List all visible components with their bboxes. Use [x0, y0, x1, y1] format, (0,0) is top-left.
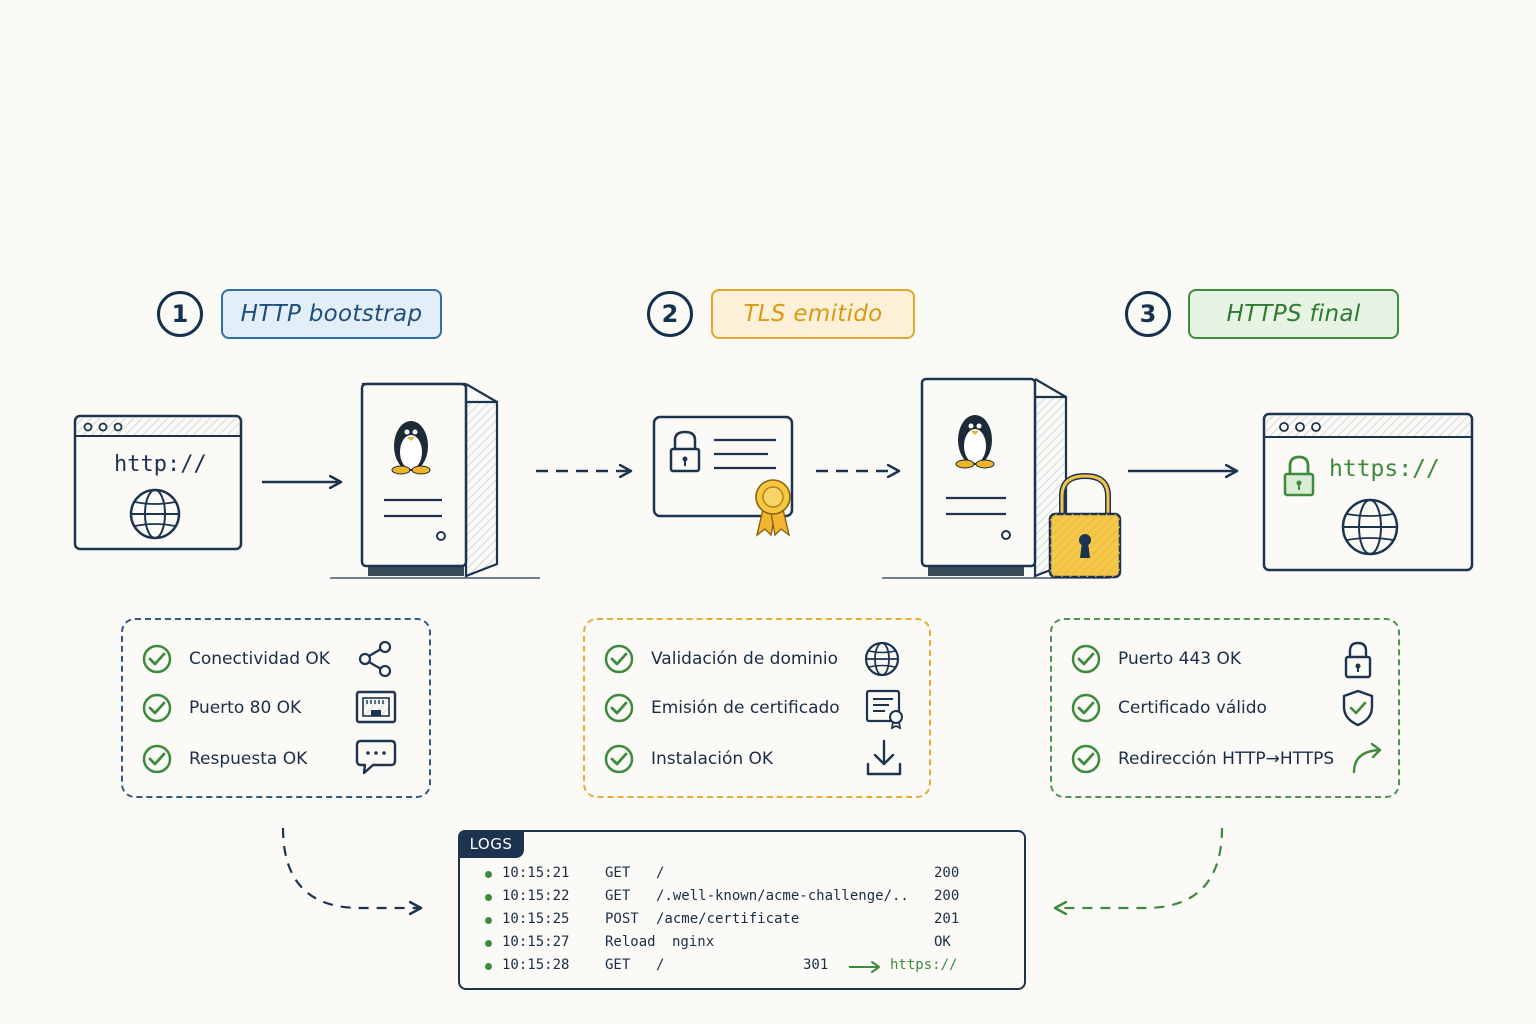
log-method: POST	[605, 911, 639, 927]
http-checks-panel: Conectividad OK Puerto 80 OK Respuesta O…	[121, 618, 431, 798]
log-method: GET	[605, 865, 631, 881]
check-item: Puerto 443 OK	[1070, 642, 1241, 676]
step-2-number: 2	[647, 291, 693, 337]
globe-icon	[864, 641, 900, 677]
log-path: /	[656, 957, 665, 973]
check-item: Emisión de certificado	[603, 691, 840, 725]
log-redirect-target: https://	[890, 957, 958, 973]
redirect-arrow-icon	[1352, 742, 1382, 774]
chat-bubble-icon	[355, 739, 397, 775]
connector-http-to-logs	[281, 827, 420, 908]
log-time: 10:15:22	[502, 888, 570, 904]
check-circle-icon	[1071, 744, 1101, 774]
log-status: 200	[934, 865, 960, 881]
log-path: /.well-known/acme-challenge/..	[656, 888, 909, 904]
log-row: 10:15:21 GET / 200	[460, 865, 1024, 887]
check-item: Validación de dominio	[603, 642, 838, 676]
check-circle-icon	[142, 693, 172, 723]
ethernet-port-icon	[355, 690, 397, 724]
check-item: Conectividad OK	[141, 642, 330, 676]
log-method: GET	[605, 957, 631, 973]
server-1	[330, 382, 540, 579]
check-text: Certificado válido	[1118, 698, 1267, 718]
http-browser-window	[73, 414, 243, 551]
logs-panel: LOGS 10:15:21 GET / 200 10:15:22 GET /.w…	[458, 830, 1026, 990]
step-3-number: 3	[1125, 291, 1171, 337]
status-dot	[485, 940, 492, 947]
status-dot	[485, 963, 492, 970]
step-1-label: HTTP bootstrap	[221, 289, 442, 339]
check-item: Instalación OK	[603, 742, 773, 776]
green-lock-icon	[1283, 455, 1315, 497]
download-icon	[866, 739, 902, 776]
status-dot	[485, 871, 492, 878]
log-path: /	[656, 865, 665, 881]
status-dot	[485, 917, 492, 924]
log-path: nginx	[672, 934, 715, 950]
log-row: 10:15:22 GET /.well-known/acme-challenge…	[460, 888, 1024, 910]
check-item: Redirección HTTP→HTTPS	[1070, 742, 1334, 776]
log-row: 10:15:25 POST /acme/certificate 201	[460, 911, 1024, 933]
check-item: Respuesta OK	[141, 742, 307, 776]
check-circle-icon	[1071, 693, 1101, 723]
step-3-label: HTTPS final	[1188, 289, 1399, 339]
share-icon	[358, 640, 392, 678]
log-method: Reload	[605, 934, 656, 950]
https-url-text: https://	[1329, 456, 1440, 482]
log-time: 10:15:28	[502, 957, 570, 973]
linux-penguin-icon	[955, 415, 995, 469]
log-path: /acme/certificate	[656, 911, 800, 927]
check-circle-icon	[604, 644, 634, 674]
check-item: Puerto 80 OK	[141, 691, 301, 725]
https-browser-window	[1262, 412, 1474, 572]
check-text: Respuesta OK	[189, 749, 308, 769]
check-text: Puerto 80 OK	[189, 698, 302, 718]
linux-penguin-icon	[391, 421, 431, 475]
log-status: OK	[934, 934, 951, 950]
padlock-icon	[1048, 472, 1122, 579]
check-text: Conectividad OK	[189, 649, 330, 669]
check-item: Certificado válido	[1070, 691, 1267, 725]
logs-tab: LOGS	[458, 830, 524, 858]
check-text: Puerto 443 OK	[1118, 649, 1242, 669]
seal-ribbon-icon	[755, 479, 791, 537]
log-status: 201	[934, 911, 960, 927]
log-time: 10:15:21	[502, 865, 570, 881]
certificate-icon	[865, 689, 903, 730]
certificate-card	[652, 415, 794, 537]
log-row: 10:15:28 GET / 301 https://	[460, 957, 1024, 979]
status-dot	[485, 894, 492, 901]
check-text: Validación de dominio	[651, 649, 839, 669]
lock-icon	[669, 430, 701, 473]
check-circle-icon	[142, 644, 172, 674]
check-circle-icon	[142, 744, 172, 774]
shield-check-icon	[1342, 689, 1374, 727]
log-status: 200	[934, 888, 960, 904]
globe-icon	[129, 488, 181, 540]
check-text: Emisión de certificado	[651, 698, 840, 718]
check-text: Redirección HTTP→HTTPS	[1118, 749, 1335, 769]
http-url-text: http://	[114, 452, 207, 477]
check-circle-icon	[604, 693, 634, 723]
log-time: 10:15:27	[502, 934, 570, 950]
connector-https-to-logs	[1056, 827, 1224, 908]
log-method: GET	[605, 888, 631, 904]
globe-icon	[1341, 498, 1399, 556]
step-1-number: 1	[157, 291, 203, 337]
step-2-label: TLS emitido	[711, 289, 915, 339]
arrow-right-icon	[849, 961, 880, 973]
server-2	[882, 377, 1122, 579]
https-checks-panel: Puerto 443 OK Certificado válido Redirec…	[1050, 618, 1400, 798]
lock-icon	[1344, 641, 1372, 679]
check-text: Instalación OK	[651, 749, 774, 769]
log-time: 10:15:25	[502, 911, 570, 927]
tls-checks-panel: Validación de dominio Emisión de certifi…	[583, 618, 931, 798]
check-circle-icon	[604, 744, 634, 774]
log-row: 10:15:27 Reload nginx OK	[460, 934, 1024, 956]
log-status: 301	[803, 957, 829, 973]
check-circle-icon	[1071, 644, 1101, 674]
